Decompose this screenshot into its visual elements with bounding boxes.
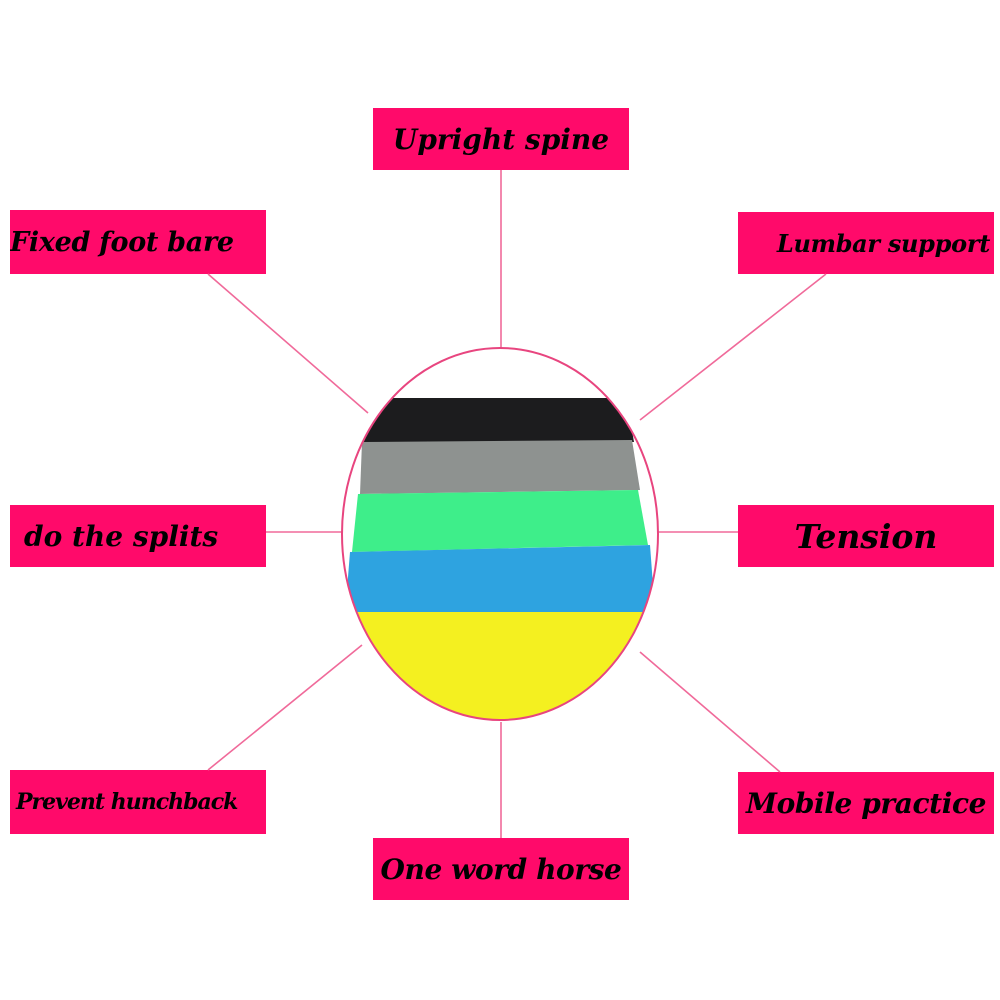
- label-upright-spine: Upright spine: [373, 108, 629, 170]
- lumbar-support-box: [738, 212, 994, 274]
- connector-fixed-foot-bare: [207, 273, 369, 414]
- mobile-practice-text: Mobile practice: [745, 786, 987, 820]
- label-do-the-splits: do the splits: [10, 505, 266, 567]
- one-word-horse-text: One word horse: [380, 852, 622, 886]
- resistance-bands: [342, 398, 658, 720]
- upright-spine-box: [373, 108, 629, 170]
- connector-prevent-hunchback: [207, 644, 363, 771]
- label-one-word-horse: One word horse: [373, 838, 629, 900]
- label-lumbar-support: Lumbar support: [738, 212, 994, 274]
- band-grey: [360, 440, 640, 494]
- prevent-hunchback-text: Prevent hunchback: [16, 789, 238, 815]
- fixed-foot-bare-box: [10, 210, 266, 274]
- one-word-horse-box: [373, 838, 629, 900]
- label-prevent-hunchback: Prevent hunchback: [10, 770, 266, 834]
- lumbar-support-text: Lumbar support: [776, 228, 990, 258]
- highlight-circle: [341, 347, 659, 721]
- do-the-splits-text: do the splits: [24, 519, 219, 553]
- band-black: [362, 398, 634, 442]
- fixed-foot-bare-text: Fixed foot bare: [10, 226, 234, 258]
- tension-text: Tension: [794, 516, 938, 556]
- connector-mobile-practice: [639, 651, 781, 773]
- prevent-hunchback-box: [10, 770, 266, 834]
- connector-lumbar-support: [639, 273, 827, 421]
- band-green: [352, 490, 648, 552]
- label-fixed-foot-bare: Fixed foot bare: [10, 210, 266, 274]
- tension-box: [738, 505, 994, 567]
- band-blue: [345, 545, 655, 615]
- mobile-practice-box: [738, 772, 994, 834]
- label-tension: Tension: [738, 505, 994, 567]
- label-mobile-practice: Mobile practice: [738, 772, 994, 834]
- do-the-splits-box: [10, 505, 266, 567]
- upright-spine-text: Upright spine: [392, 122, 610, 156]
